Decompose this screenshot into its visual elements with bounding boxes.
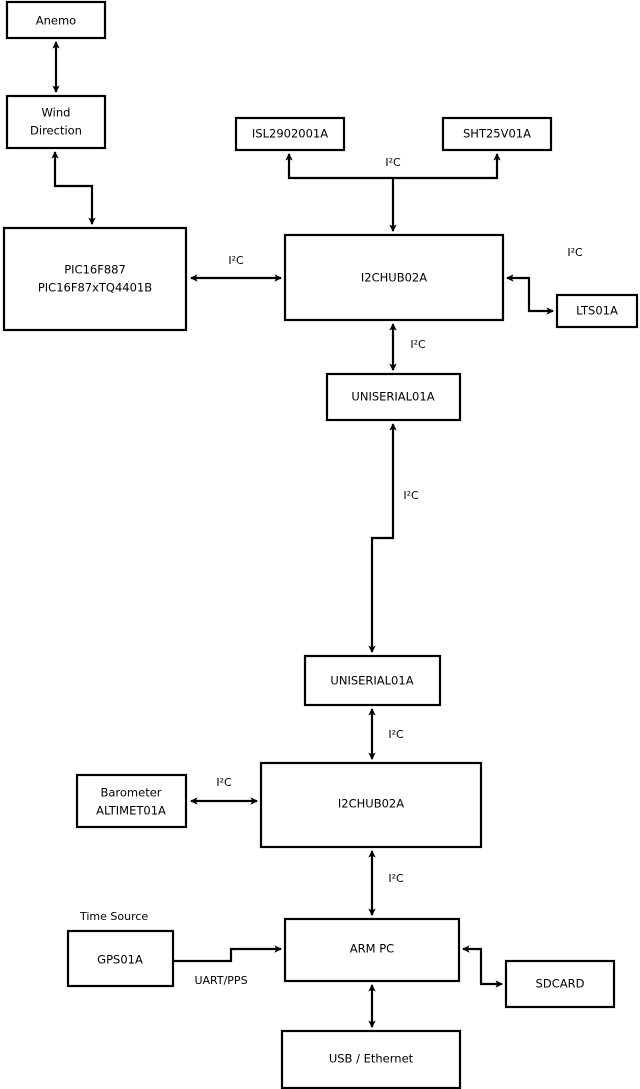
node-i2chub02a-top[interactable]: I2CHUB02A	[283, 233, 505, 322]
edge-wind-pic	[51, 151, 96, 225]
edge-hubtop-uniserial: I²C	[389, 323, 426, 371]
node-box-sht25v01a[interactable]	[441, 116, 553, 152]
node-label-barometer-line2: ALTIMET01A	[96, 804, 166, 818]
node-box-gps01a[interactable]	[66, 929, 175, 988]
edge-pic-hubtop: I²C	[190, 254, 282, 282]
node-isl2902001a[interactable]: ISL2902001A	[234, 116, 346, 152]
node-box-pic-mcu[interactable]	[2, 226, 188, 332]
node-label-gps01a: GPS01A	[97, 953, 143, 967]
node-label-anemo: Anemo	[36, 14, 76, 28]
node-label-i2chub02a-top: I2CHUB02A	[361, 271, 427, 285]
node-box-i2chub02a-top[interactable]	[283, 233, 505, 322]
edge-label-pic-hubtop: I²C	[228, 254, 244, 267]
edge-uniserial-hubbottom: I²C	[368, 708, 404, 760]
node-label-uniserial01a-lower: UNISERIAL01A	[330, 674, 413, 688]
node-gps01a[interactable]: GPS01A	[66, 929, 175, 988]
node-label-sht25v01a: SHT25V01A	[463, 127, 531, 141]
node-label-pic-line1: PIC16F887	[64, 263, 126, 277]
edge-label-hubtop-sensors: I²C	[385, 156, 401, 169]
node-box-isl2902001a[interactable]	[234, 116, 346, 152]
node-anemo[interactable]: Anemo	[5, 0, 107, 40]
node-box-i2chub02a-bottom[interactable]	[259, 761, 483, 849]
node-label-pic-line2: PIC16F87xTQ4401B	[38, 281, 152, 295]
node-label-wind-direction-line1: Wind	[42, 106, 71, 120]
edge-hubtop-lts: I²C	[506, 246, 583, 315]
edge-line-uniserial-uniserial	[368, 423, 397, 653]
node-lts01a[interactable]: LTS01A	[555, 293, 639, 329]
node-box-wind-direction[interactable]	[5, 94, 107, 150]
node-uniserial01a-lower[interactable]: UNISERIAL01A	[303, 654, 442, 707]
node-box-usb-ethernet[interactable]	[280, 1029, 462, 1089]
node-box-anemo[interactable]	[5, 0, 107, 40]
node-box-sdcard[interactable]	[504, 959, 616, 1009]
edge-hubtop-sensors: I²C	[285, 153, 501, 232]
edge-label-hubbottom-armpc: I²C	[388, 872, 404, 885]
node-pic-mcu[interactable]: PIC16F887 PIC16F87xTQ4401B	[2, 226, 188, 332]
edge-uniserial-uniserial: I²C	[368, 423, 419, 653]
node-label-arm-pc: ARM PC	[350, 942, 394, 956]
node-label-wind-direction-line2: Direction	[30, 124, 82, 138]
node-box-uniserial01a-upper[interactable]	[325, 372, 462, 422]
node-box-lts01a[interactable]	[555, 293, 639, 329]
node-wind-direction[interactable]: Wind Direction	[5, 94, 107, 150]
edge-label-uniserial-link: I²C	[403, 489, 419, 502]
node-label-uniserial01a-upper: UNISERIAL01A	[351, 390, 434, 404]
node-label-barometer-line1: Barometer	[100, 786, 161, 800]
node-sht25v01a[interactable]: SHT25V01A	[441, 116, 553, 152]
node-label-i2chub02a-bottom: I2CHUB02A	[338, 797, 404, 811]
edge-label-uniserial-hubbottom: I²C	[388, 728, 404, 741]
node-barometer[interactable]: Barometer ALTIMET01A	[75, 773, 188, 829]
edge-line-gps-armpc	[173, 945, 282, 963]
node-box-uniserial01a-lower[interactable]	[303, 654, 442, 707]
node-label-isl2902001a: ISL2902001A	[252, 127, 328, 141]
edge-label-hubtop-uniserial: I²C	[410, 338, 426, 351]
node-i2chub02a-bottom[interactable]: I2CHUB02A	[259, 761, 483, 849]
edge-label-barometer-hubbottom: I²C	[216, 776, 232, 789]
node-arm-pc[interactable]: ARM PC	[283, 917, 461, 983]
edge-gps-armpc: UART/PPS	[173, 945, 282, 987]
edge-line-wind-pic	[51, 151, 96, 225]
node-box-barometer[interactable]	[75, 773, 188, 829]
edge-label-gps-armpc: UART/PPS	[194, 974, 247, 987]
node-label-lts01a: LTS01A	[576, 304, 618, 318]
edge-barometer-hubbottom: I²C	[190, 776, 258, 805]
node-label-usb-ethernet: USB / Ethernet	[329, 1052, 414, 1066]
node-usb-ethernet[interactable]: USB / Ethernet	[280, 1029, 462, 1089]
annotation-time-source: Time Source	[79, 910, 148, 923]
node-sdcard[interactable]: SDCARD	[504, 959, 616, 1009]
node-uniserial01a-upper[interactable]: UNISERIAL01A	[325, 372, 462, 422]
edge-label-hubtop-lts: I²C	[567, 246, 583, 259]
edge-armpc-sdcard	[462, 945, 503, 988]
node-box-arm-pc[interactable]	[283, 917, 461, 983]
edge-hubbottom-armpc: I²C	[368, 850, 404, 916]
node-label-sdcard: SDCARD	[536, 977, 585, 991]
